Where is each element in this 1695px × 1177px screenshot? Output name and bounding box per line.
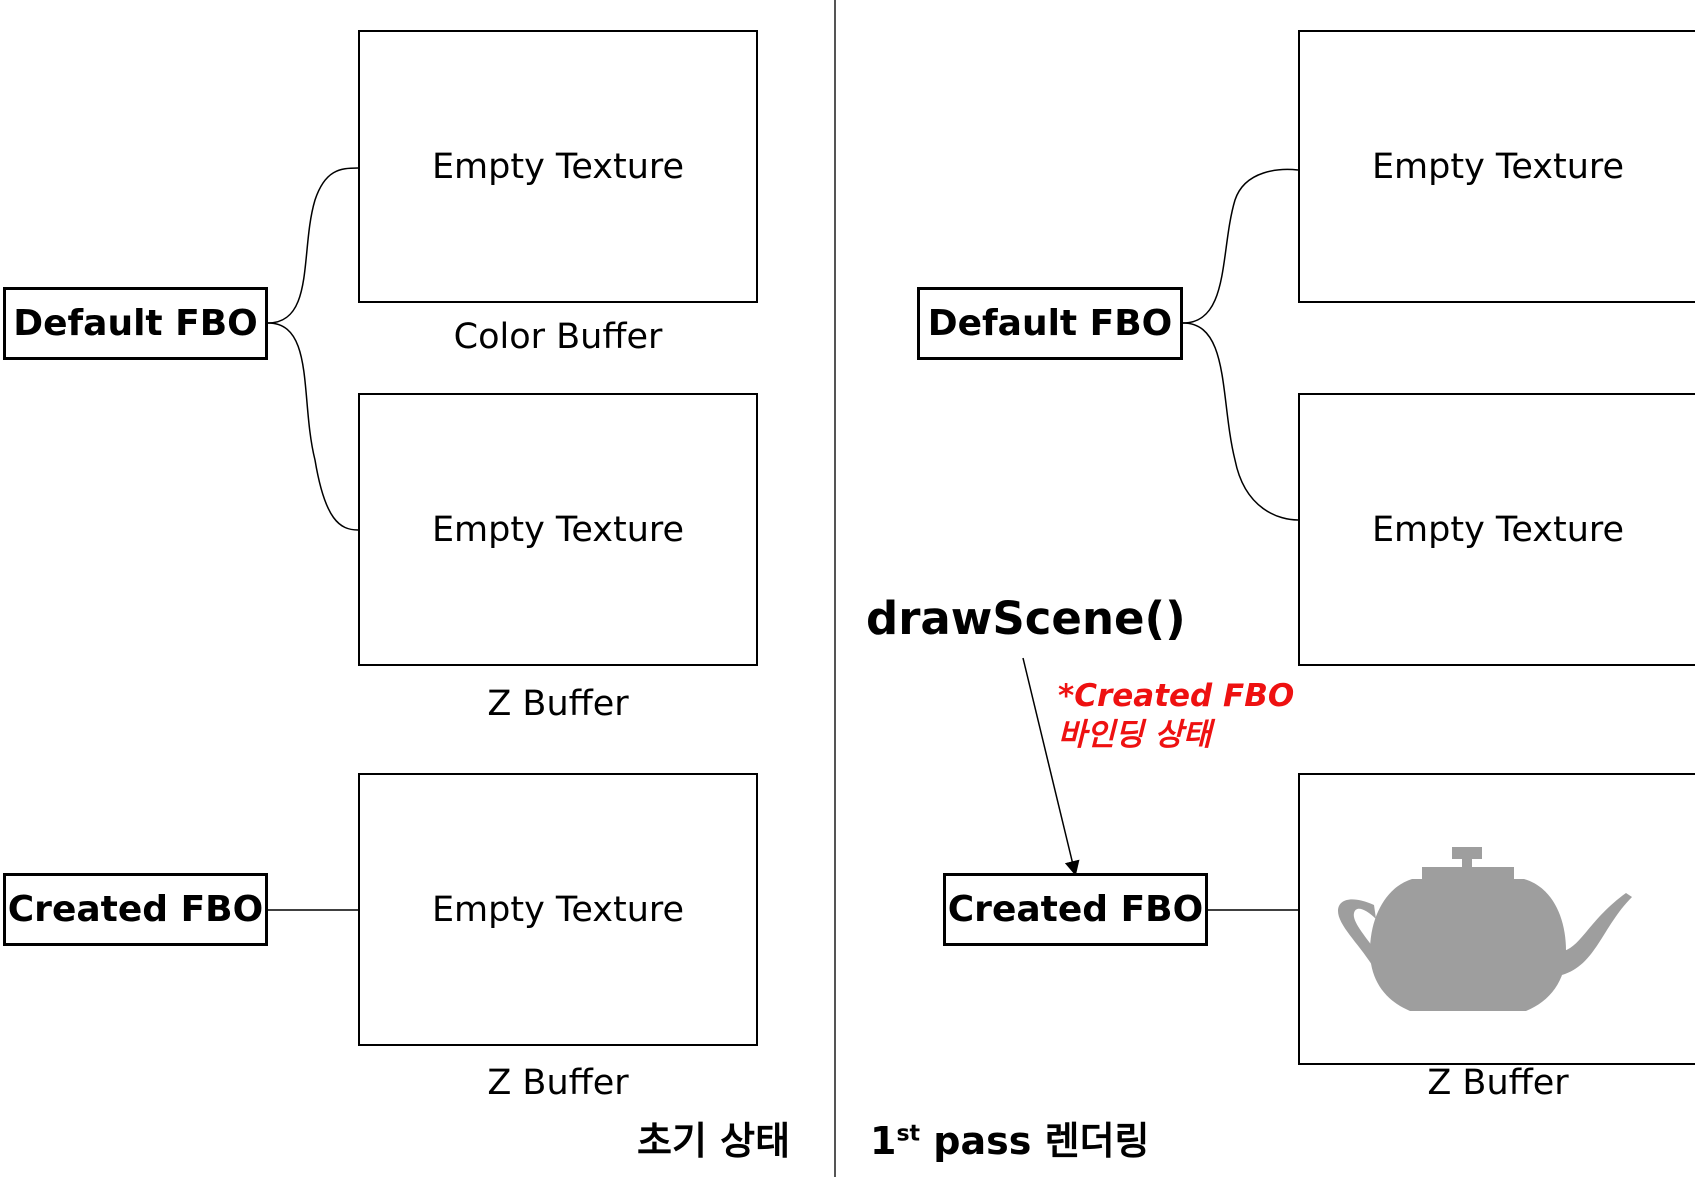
- right-created-z-buffer-label: Z Buffer: [1427, 1063, 1569, 1103]
- right-mid-texture-box: Empty Texture: [1298, 393, 1695, 666]
- left-created-texture-box: Empty Texture: [358, 773, 758, 1046]
- right-created-texture-box: [1298, 773, 1695, 1065]
- right-default-to-top-curve: [1182, 168, 1299, 324]
- left-z-buffer-label: Z Buffer: [487, 684, 629, 724]
- right-created-fbo-label: Created FBO: [947, 889, 1204, 930]
- right-default-fbo-label: Default FBO: [927, 303, 1173, 344]
- right-default-to-mid-curve: [1182, 322, 1299, 521]
- binding-note: *Created FBO 바인딩 상태: [1058, 677, 1294, 755]
- left-created-fbo-label: Created FBO: [7, 889, 264, 930]
- drawscene-arrow: [1022, 657, 1080, 876]
- left-default-to-color-curve: [267, 167, 359, 324]
- left-created-texture-label: Empty Texture: [431, 889, 685, 930]
- right-state-title-prefix: 1: [870, 1119, 897, 1163]
- right-top-texture-label: Empty Texture: [1371, 146, 1625, 187]
- left-created-fbo-box: Created FBO: [3, 873, 268, 946]
- left-created-z-buffer-label: Z Buffer: [487, 1063, 629, 1103]
- left-default-to-z-curve: [267, 322, 359, 531]
- left-color-buffer-label: Color Buffer: [453, 317, 663, 357]
- left-default-fbo-label: Default FBO: [13, 303, 258, 344]
- drawscene-call: drawScene(): [866, 592, 1186, 645]
- right-state-title: 1st pass 렌더링: [870, 1110, 1150, 1165]
- teapot-icon: [1338, 847, 1632, 1011]
- right-state-title-sup: st: [896, 1121, 921, 1147]
- left-state-title: 초기 상태: [637, 1119, 791, 1163]
- right-mid-texture-label: Empty Texture: [1371, 509, 1625, 550]
- left-color-texture-box: Empty Texture: [358, 30, 758, 303]
- left-z-texture-box: Empty Texture: [358, 393, 758, 666]
- left-color-texture-label: Empty Texture: [431, 146, 685, 187]
- right-default-fbo-box: Default FBO: [917, 287, 1183, 360]
- left-z-texture-label: Empty Texture: [431, 509, 685, 550]
- right-top-texture-box: Empty Texture: [1298, 30, 1695, 303]
- binding-note-line2: 바인딩 상태: [1058, 717, 1212, 753]
- right-created-fbo-box: Created FBO: [943, 873, 1208, 946]
- left-default-fbo-box: Default FBO: [3, 287, 268, 360]
- binding-note-line1: *Created FBO: [1058, 678, 1295, 714]
- right-state-title-rest: pass 렌더링: [920, 1119, 1150, 1163]
